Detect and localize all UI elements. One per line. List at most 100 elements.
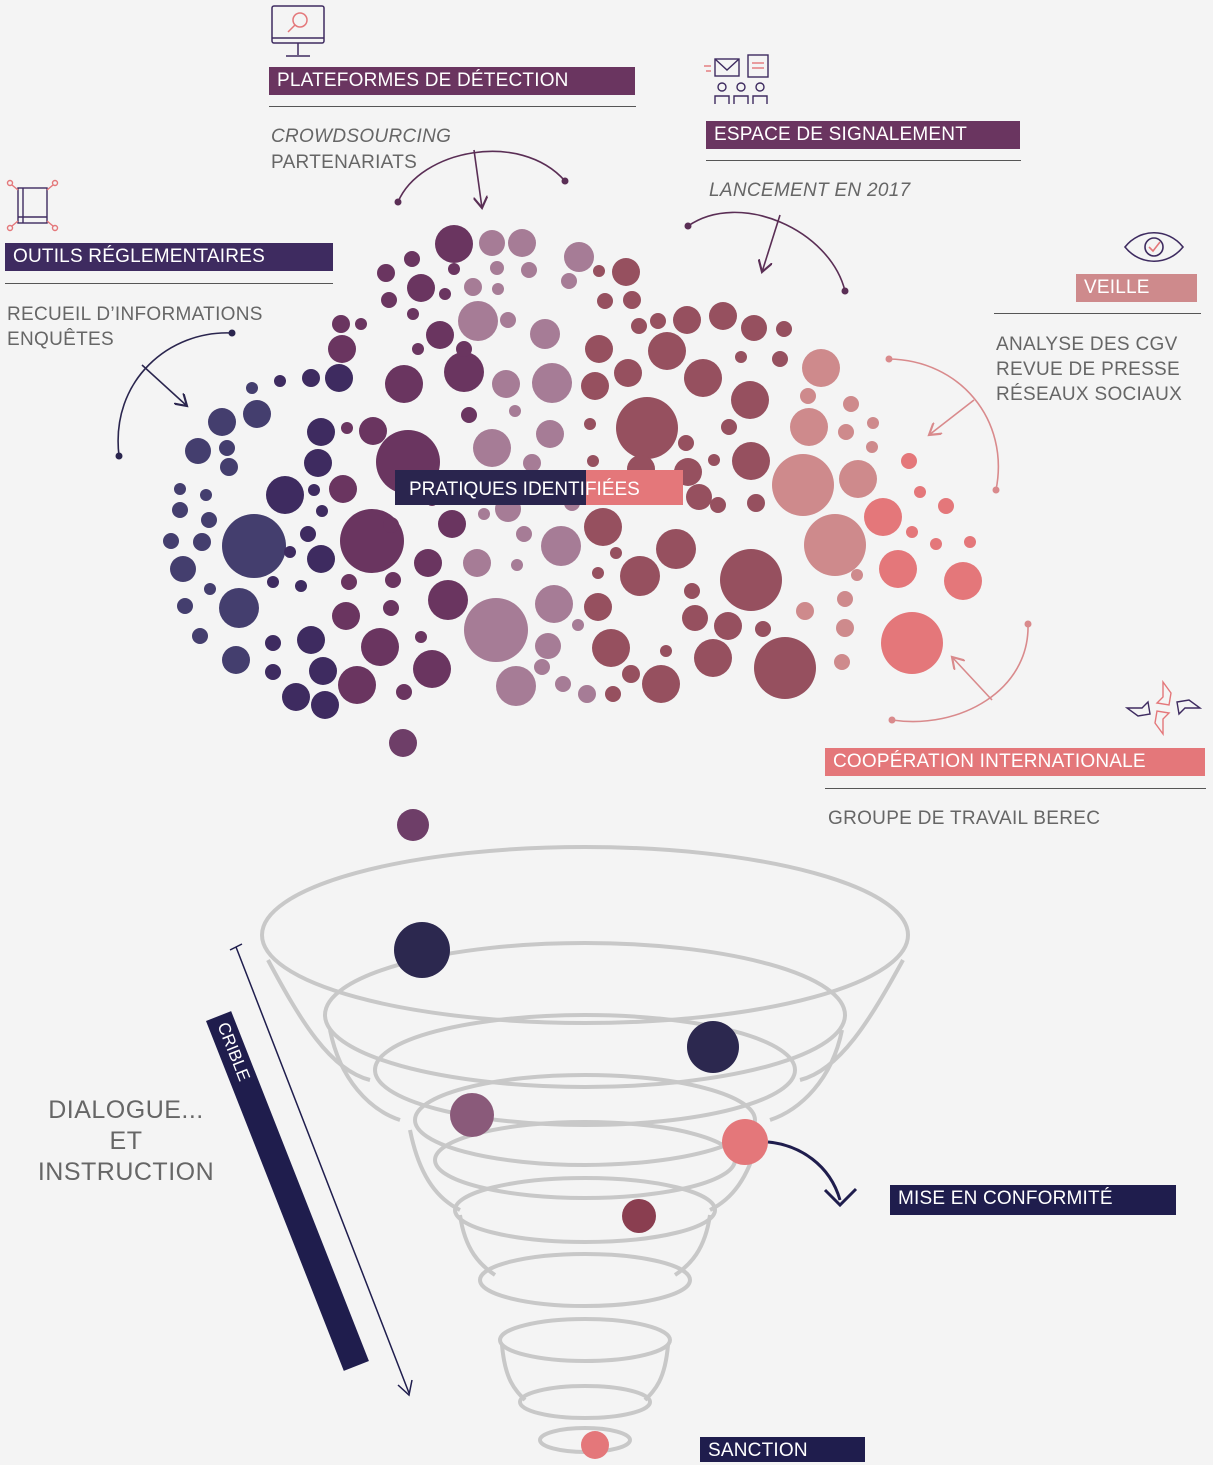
practice-bubble xyxy=(631,318,647,334)
practice-bubble xyxy=(478,508,490,520)
dialogue-line-3: INSTRUCTION xyxy=(37,1158,215,1186)
veille-arrow xyxy=(929,399,975,435)
plateformes-rule xyxy=(269,106,636,107)
practice-bubble xyxy=(620,556,660,596)
practice-bubble xyxy=(308,484,320,496)
practice-bubble xyxy=(297,626,325,654)
practice-bubble xyxy=(311,691,339,719)
practice-bubble xyxy=(265,635,281,651)
practice-bubble xyxy=(592,567,604,579)
practice-bubble xyxy=(536,420,564,448)
practice-bubble xyxy=(172,502,188,518)
practice-bubble xyxy=(200,489,212,501)
practice-bubble xyxy=(866,441,878,453)
practice-bubble xyxy=(338,666,376,704)
practice-bubble xyxy=(464,598,528,662)
book-network-icon xyxy=(6,179,59,232)
practice-bubble xyxy=(837,591,853,607)
practice-bubble xyxy=(302,369,320,387)
practice-bubble xyxy=(329,475,357,503)
practice-bubble xyxy=(448,263,460,275)
practice-bubble xyxy=(694,639,732,677)
practice-bubble xyxy=(383,517,399,533)
outils-line-1: RECUEIL D’INFORMATIONS xyxy=(7,304,263,325)
plateformes-line-1: CROWDSOURCING xyxy=(271,124,451,149)
practice-bubble xyxy=(851,569,863,581)
practice-bubble xyxy=(407,308,419,320)
practice-bubble xyxy=(684,359,722,397)
practice-bubble xyxy=(284,546,296,558)
practice-bubble xyxy=(490,261,504,275)
practice-bubble xyxy=(511,559,523,571)
plateformes-line-2: PARTENARIATS xyxy=(271,152,418,173)
outils-rule xyxy=(5,283,333,284)
practice-bubble xyxy=(282,683,310,711)
practice-bubble xyxy=(901,453,917,469)
practice-bubble xyxy=(359,417,387,445)
practice-bubble xyxy=(650,313,666,329)
practice-bubble xyxy=(473,429,511,467)
cooperation-rule xyxy=(825,788,1206,789)
outils-line-2: ENQUÊTES xyxy=(7,329,114,350)
practice-bubble xyxy=(361,628,399,666)
signalement-line-1: LANCEMENT EN 2017 xyxy=(709,178,911,203)
practice-bubble xyxy=(682,605,708,631)
practice-bubble xyxy=(944,562,982,600)
practice-bubble xyxy=(741,315,767,341)
practice-bubble xyxy=(587,455,599,467)
practice-bubble xyxy=(508,229,536,257)
hands-cooperation-icon xyxy=(1124,679,1203,737)
practice-bubble xyxy=(439,288,451,300)
practice-bubble xyxy=(648,332,686,370)
practice-bubble xyxy=(578,685,596,703)
practice-bubble xyxy=(881,612,943,674)
practice-bubble xyxy=(355,318,367,330)
practice-bubble xyxy=(678,435,694,451)
practice-bubble xyxy=(605,686,621,702)
cooperation-title: COOPÉRATION INTERNATIONALE xyxy=(825,748,1205,776)
practice-bubble xyxy=(836,619,854,637)
practice-bubble xyxy=(243,400,271,428)
signalement-arrow xyxy=(762,214,781,272)
practice-bubble xyxy=(930,538,942,550)
practice-bubble xyxy=(295,580,307,592)
practice-bubble xyxy=(593,265,605,277)
practice-bubble xyxy=(938,498,954,514)
practice-bubble xyxy=(523,454,541,472)
practice-bubble xyxy=(561,273,577,289)
practice-bubble xyxy=(535,585,573,623)
cooperation-line-1: GROUPE DE TRAVAIL BEREC xyxy=(828,808,1101,829)
falling-ball xyxy=(389,729,417,757)
practice-bubble xyxy=(521,262,537,278)
plateformes-title: PLATEFORMES DE DÉTECTION xyxy=(269,67,635,95)
practice-bubble xyxy=(622,665,640,683)
practice-bubble xyxy=(496,666,536,706)
practice-bubble xyxy=(585,335,613,363)
practice-bubble xyxy=(755,621,771,637)
funnel-balls xyxy=(389,729,768,1459)
veille-rule xyxy=(994,313,1201,314)
veille-title: VEILLE xyxy=(1076,274,1197,302)
practice-bubble xyxy=(714,612,742,640)
practice-bubble xyxy=(461,407,477,423)
practice-bubble xyxy=(407,274,435,302)
practice-bubble xyxy=(564,242,594,272)
practice-bubble xyxy=(612,258,640,286)
practice-bubble xyxy=(686,484,712,510)
practice-bubble xyxy=(516,526,532,542)
practice-bubble xyxy=(776,321,792,337)
practice-bubble xyxy=(492,370,520,398)
crible-bar xyxy=(205,1011,369,1371)
outils-title: OUTILS RÉGLEMENTAIRES xyxy=(5,243,333,271)
practice-bubble xyxy=(428,580,468,620)
monitor-search-icon xyxy=(271,5,325,57)
practice-bubble xyxy=(266,476,304,514)
plateformes-crowdsourcing: CROWDSOURCING xyxy=(271,126,452,147)
practice-bubble xyxy=(732,442,770,480)
practice-bubble xyxy=(660,645,672,657)
veille-line-3: RÉSEAUX SOCIAUX xyxy=(996,384,1183,405)
funnel-ball xyxy=(622,1199,656,1233)
practice-bubble xyxy=(201,512,217,528)
practice-bubble xyxy=(534,659,550,675)
